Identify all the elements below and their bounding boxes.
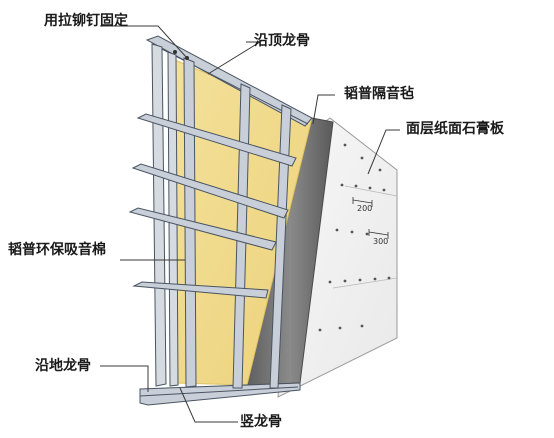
label-gypsum-board: 面层纸面石膏板 bbox=[406, 121, 504, 137]
dim-label-300: 300 bbox=[373, 237, 388, 246]
dimension-marker-300: 300 bbox=[368, 229, 389, 246]
horizontal-channels bbox=[128, 113, 297, 299]
dim-label-200: 200 bbox=[357, 204, 372, 213]
label-floor-track: 沿地龙骨 bbox=[35, 358, 91, 374]
label-acoustic-felt: 韬普隔音毡 bbox=[344, 86, 414, 102]
label-vertical-stud: 竖龙骨 bbox=[240, 414, 282, 430]
leader-lines bbox=[100, 25, 400, 423]
dimension-marker-200: 200 bbox=[352, 197, 373, 213]
label-rivet-fixing: 用拉铆钉固定 bbox=[44, 13, 128, 29]
label-acoustic-wool: 韬普环保吸音棉 bbox=[8, 242, 106, 258]
label-top-track: 沿顶龙骨 bbox=[254, 33, 310, 49]
board-screws bbox=[318, 143, 391, 332]
